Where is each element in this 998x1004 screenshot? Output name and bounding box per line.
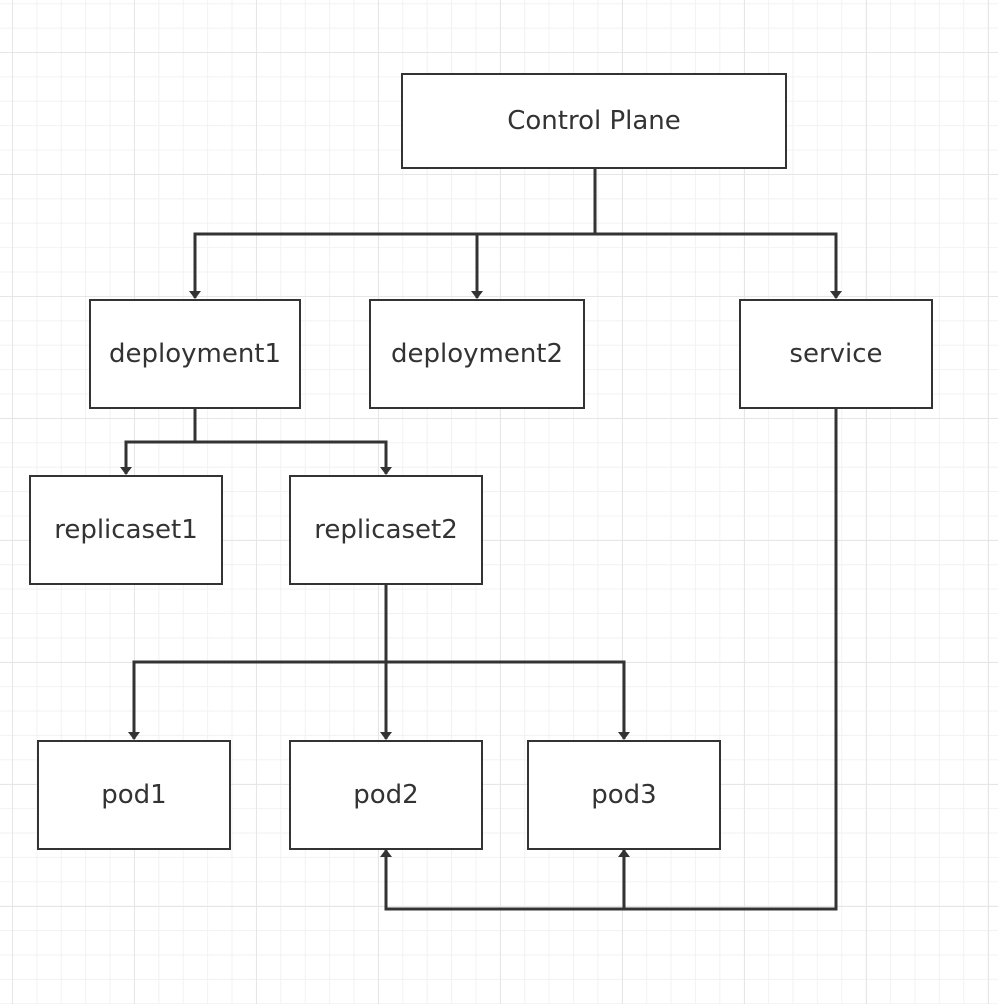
edge-service-pod2 (380, 849, 624, 911)
edge-control-plane-service (595, 232, 842, 299)
node-service[interactable]: service (739, 299, 933, 409)
node-pod3[interactable]: pod3 (527, 740, 721, 850)
edge-deployment1-replicaset2 (195, 440, 392, 475)
edge-replicaset2-pod1 (128, 584, 388, 740)
node-replicaset2[interactable]: replicaset2 (289, 475, 483, 585)
node-control-plane[interactable]: Control Plane (401, 73, 787, 169)
edge-deployment1-replicaset1 (120, 408, 197, 475)
node-deployment2[interactable]: deployment2 (369, 299, 585, 409)
node-deployment1[interactable]: deployment1 (89, 299, 301, 409)
node-pod1[interactable]: pod1 (37, 740, 231, 850)
edge-control-plane-deployment2 (471, 232, 595, 299)
edge-replicaset2-pod3 (386, 660, 630, 740)
node-pod2[interactable]: pod2 (289, 740, 483, 850)
edge-service-pod3 (618, 408, 838, 911)
node-replicaset1[interactable]: replicaset1 (29, 475, 223, 585)
edge-control-plane-deployment1 (189, 168, 597, 299)
